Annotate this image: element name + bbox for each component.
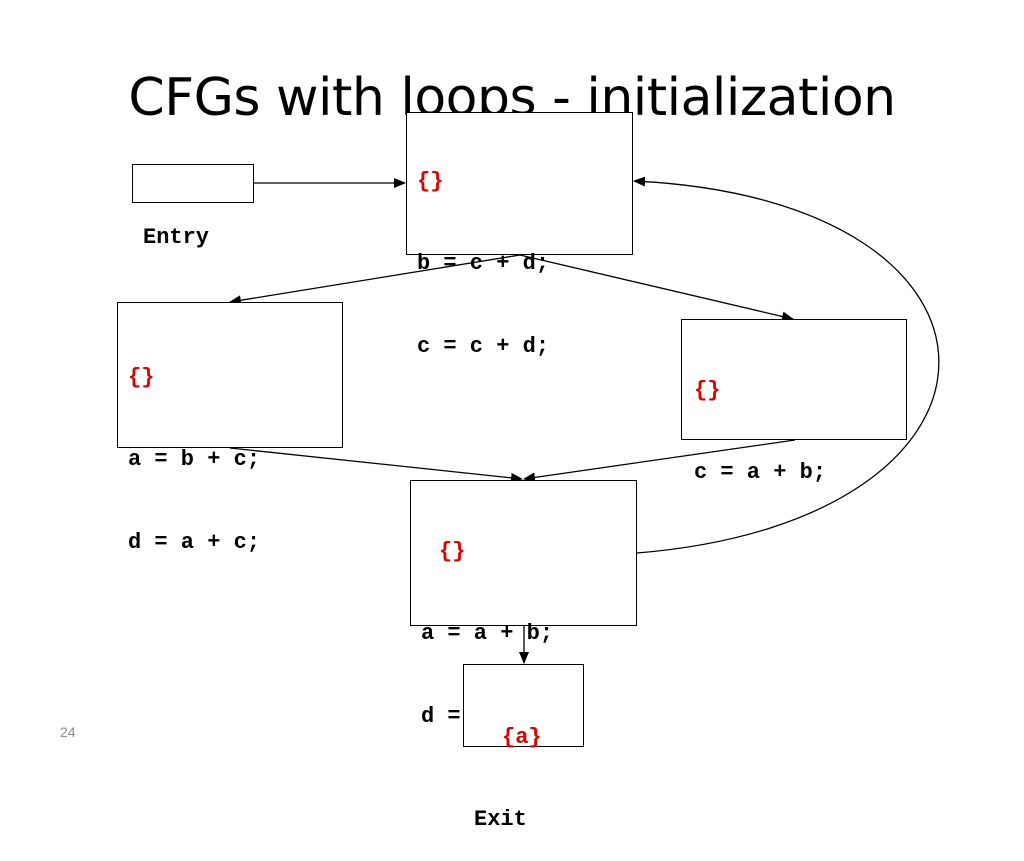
left-block-node: {} a = b + c; d = a + c;	[117, 302, 343, 555]
exit-label: Exit	[474, 807, 527, 832]
bottom-block-line-1: a = a + b;	[421, 621, 554, 646]
right-block-node: {} c = a + b;	[681, 319, 907, 485]
bottom-block-set: {}	[439, 539, 466, 564]
top-block-node: {} b = c + d; c = c + d;	[406, 112, 633, 359]
edge-right-bottom	[523, 439, 796, 483]
bottom-block-node: {} a = a + b; d = b + c;	[410, 480, 637, 729]
top-block-line-2: c = c + d;	[417, 334, 550, 359]
left-block-line-1: a = b + c;	[128, 447, 261, 472]
left-block-line-2: d = a + c;	[128, 530, 261, 555]
edge-back-bottom-top	[633, 176, 940, 554]
edge-top-left	[229, 254, 521, 306]
left-block-set: {}	[128, 365, 155, 390]
entry-label: Entry	[143, 225, 210, 250]
page-number: 24	[60, 724, 76, 740]
exit-set: {a}	[502, 725, 542, 750]
top-block-set: {}	[417, 169, 444, 194]
right-block-set: {}	[694, 378, 721, 403]
right-block-line-1: c = a + b;	[694, 460, 827, 485]
entry-node: Entry	[132, 164, 254, 250]
cfg-edges	[229, 176, 940, 664]
top-block-line-1: b = c + d;	[417, 251, 550, 276]
exit-node: {a} Exit	[463, 664, 584, 832]
edge-top-right	[519, 254, 794, 322]
edge-left-bottom	[229, 447, 523, 483]
